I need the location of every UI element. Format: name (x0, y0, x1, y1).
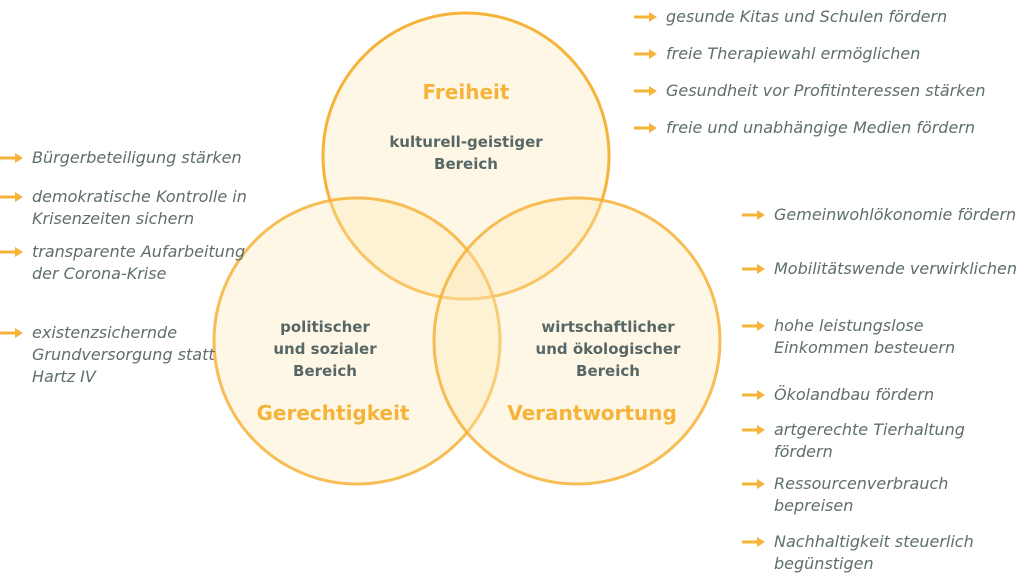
title-verantwortung: Verantwortung (507, 401, 677, 425)
area-line: Bereich (293, 362, 357, 380)
arrow-right-icon (742, 384, 766, 406)
area-line: kulturell-geistiger (389, 133, 543, 151)
area-right: wirtschaftlicher und ökologischer Bereic… (508, 316, 708, 382)
area-left: politischer und sozialer Bereich (225, 316, 425, 382)
list-item-text: transparente Aufarbeitung der Corona-Kri… (32, 242, 246, 283)
arrow-right-icon (0, 186, 24, 208)
list-item-text: Mobilitätswende verwirklichen (774, 259, 1018, 278)
list-item: Ökolandbau fördern (742, 384, 1024, 406)
arrow-right-icon (0, 147, 24, 169)
list-item-text: Bürgerbeteiligung stärken (32, 148, 242, 167)
list-item: Gesundheit vor Profitinteressen stärken (634, 80, 1024, 102)
list-item: freie Therapiewahl ermöglichen (634, 43, 1024, 65)
arrow-right-icon (742, 315, 766, 337)
list-item: artgerechte Tierhaltung fördern (742, 419, 1024, 463)
list-item: Bürgerbeteiligung stärken (0, 147, 260, 169)
area-line: Bereich (576, 362, 640, 380)
list-item-text: freie Therapiewahl ermöglichen (666, 44, 921, 63)
list-item-text: hohe leistungslose Einkommen besteuern (774, 316, 956, 357)
arrow-right-icon (742, 531, 766, 553)
arrow-right-icon (742, 204, 766, 226)
area-line: und sozialer (273, 340, 377, 358)
list-item-text: Gemeinwohlökonomie fördern (774, 205, 1017, 224)
list-item: freie und unabhängige Medien fördern (634, 117, 1024, 139)
title-gerechtigkeit: Gerechtigkeit (256, 401, 410, 425)
list-item: Gemeinwohlökonomie fördern (742, 204, 1024, 226)
list-item: Ressourcenverbrauch bepreisen (742, 473, 1024, 517)
list-item-text: gesunde Kitas und Schulen fördern (666, 7, 948, 26)
area-line: politischer (280, 318, 370, 336)
arrow-right-icon (742, 473, 766, 495)
list-item: gesunde Kitas und Schulen fördern (634, 6, 1024, 28)
arrow-right-icon (634, 117, 658, 139)
list-item: hohe leistungslose Einkommen besteuern (742, 315, 1024, 359)
arrow-right-icon (742, 419, 766, 441)
area-line: und ökologischer (535, 340, 681, 358)
list-item: demokratische Kontrolle in Krisenzeiten … (0, 186, 260, 230)
arrow-right-icon (634, 80, 658, 102)
area-line: Bereich (434, 155, 498, 173)
list-item-text: freie und unabhängige Medien fördern (666, 118, 976, 137)
arrow-right-icon (0, 322, 24, 344)
list-item: Mobilitätswende verwirklichen (742, 258, 1024, 280)
list-item: Nachhaltigkeit steuerlich begünstigen (742, 531, 1024, 575)
area-top: kulturell-geistiger Bereich (336, 131, 596, 175)
circle-verantwortung (432, 196, 722, 486)
list-item-text: Nachhaltigkeit steuerlich begünstigen (774, 532, 974, 573)
list-item-text: artgerechte Tierhaltung fördern (774, 420, 965, 461)
list-item-text: Ressourcenverbrauch bepreisen (774, 474, 949, 515)
list-item: transparente Aufarbeitung der Corona-Kri… (0, 241, 260, 285)
list-item-text: Gesundheit vor Profitinteressen stärken (666, 81, 986, 100)
circle-freiheit (321, 11, 611, 301)
arrow-right-icon (634, 6, 658, 28)
list-item-text: demokratische Kontrolle in Krisenzeiten … (32, 187, 247, 228)
circle-gerechtigkeit (212, 196, 502, 486)
arrow-right-icon (742, 258, 766, 280)
title-freiheit: Freiheit (422, 80, 510, 104)
area-line: wirtschaftlicher (541, 318, 675, 336)
list-item-text: Ökolandbau fördern (774, 385, 935, 404)
list-item: existenzsichernde Grundversorgung statt … (0, 322, 260, 388)
arrow-right-icon (0, 241, 24, 263)
list-item-text: existenzsichernde Grundversorgung statt … (32, 323, 215, 386)
arrow-right-icon (634, 43, 658, 65)
